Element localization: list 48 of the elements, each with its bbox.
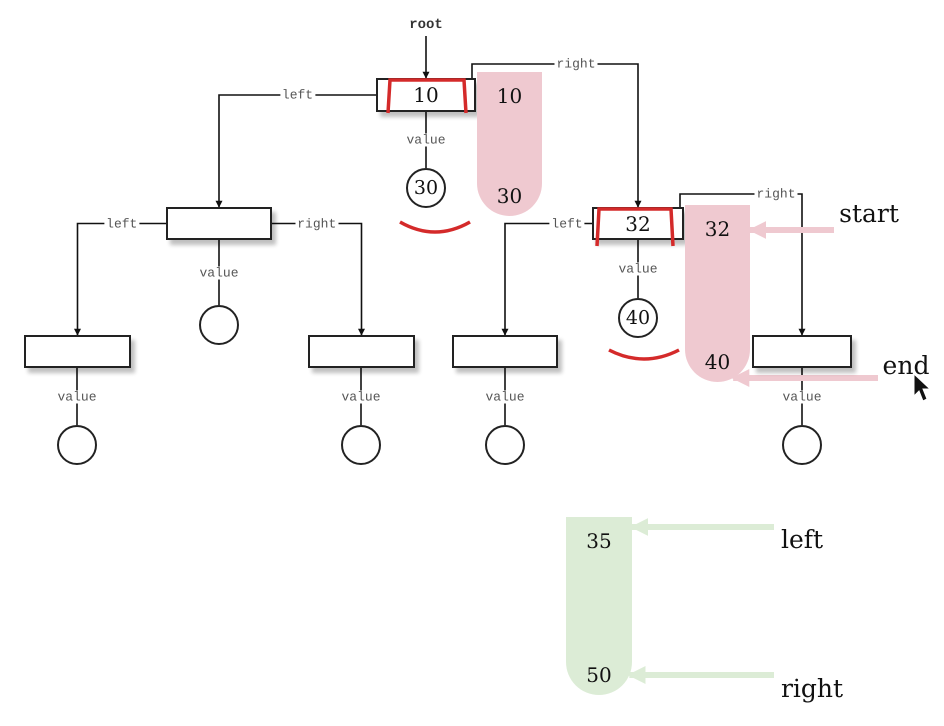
stack-column	[566, 517, 632, 695]
node-box	[752, 335, 852, 368]
node-value: 10	[413, 85, 439, 105]
edge-label: left	[280, 88, 316, 102]
arrow	[422, 36, 430, 79]
node-value: 32	[704, 219, 730, 239]
node-box	[24, 335, 131, 368]
arrow	[628, 666, 774, 684]
annotation-label: start	[834, 196, 904, 230]
value-circle	[618, 298, 658, 338]
node-value: 35	[586, 531, 612, 551]
pointer-label: root	[406, 14, 446, 36]
edge-label: right	[295, 217, 338, 230]
node-value: 30	[496, 186, 522, 206]
node-box	[452, 335, 558, 368]
edge-label: value	[340, 390, 382, 403]
node-value: 40	[626, 308, 650, 328]
node-value: 50	[586, 665, 612, 685]
arrow	[748, 221, 834, 239]
value-circle	[485, 425, 525, 465]
edge-label: value	[404, 134, 448, 146]
stack-column	[477, 72, 542, 216]
annotation-label: left	[774, 522, 830, 556]
edge-label: right	[554, 58, 598, 70]
stack-column	[685, 205, 750, 382]
value-circle	[406, 168, 446, 208]
edge-label: left	[549, 218, 585, 230]
edge-label: value	[484, 390, 526, 403]
node-value: 10	[496, 86, 522, 106]
node-value: 32	[625, 214, 651, 234]
node-value: 40	[704, 352, 730, 372]
edge-label: value	[56, 390, 98, 403]
edge-label: right	[754, 188, 798, 200]
edge-label: left	[104, 217, 140, 230]
annotation-label: end	[878, 348, 934, 382]
arrow	[731, 369, 878, 387]
edge-label: value	[616, 262, 660, 276]
edge-label: value	[198, 266, 240, 279]
annotation-label: right	[774, 670, 850, 706]
node-box	[166, 207, 272, 240]
value-circle	[57, 425, 97, 465]
value-circle	[782, 425, 822, 465]
node-value: 30	[414, 178, 438, 198]
value-circle	[341, 425, 381, 465]
arrow	[630, 518, 774, 536]
value-circle	[199, 305, 239, 345]
edge-label: value	[780, 390, 824, 403]
node-box	[308, 335, 415, 368]
